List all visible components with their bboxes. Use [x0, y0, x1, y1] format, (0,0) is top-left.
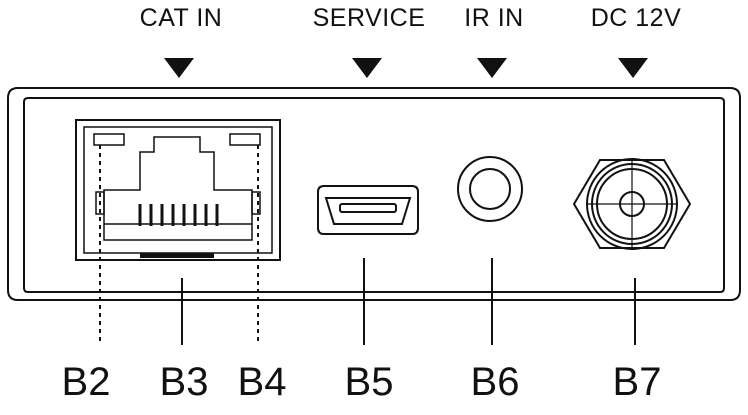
- callout-b6: B6: [470, 360, 520, 404]
- label-ir-in: IR IN: [464, 4, 524, 32]
- arrow-ir-in: [477, 58, 507, 78]
- callout-b7: B7: [612, 360, 662, 404]
- callout-b5: B5: [344, 360, 394, 404]
- label-service: SERVICE: [312, 4, 426, 32]
- arrow-dc: [618, 58, 648, 78]
- arrow-service: [352, 58, 382, 78]
- panel-outline: [7, 87, 741, 301]
- callout-b4: B4: [237, 360, 287, 404]
- dc-jack: [572, 158, 692, 345]
- micro-usb-port: [317, 185, 419, 345]
- label-cat-in: CAT IN: [139, 4, 223, 32]
- rj45-port: [75, 119, 281, 345]
- arrow-cat-in: [164, 58, 194, 78]
- label-dc-12v: DC 12V: [590, 4, 682, 32]
- callout-b3: B3: [159, 360, 209, 404]
- callout-b2: B2: [61, 360, 111, 404]
- ir-jack: [457, 156, 523, 345]
